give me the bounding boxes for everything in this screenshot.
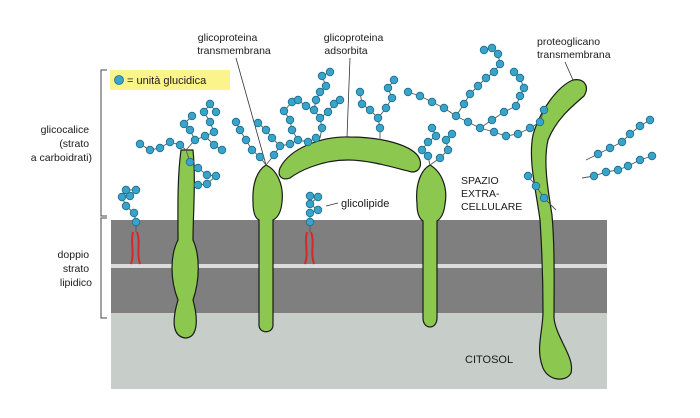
glycolipid-tails-right: [304, 231, 315, 265]
protein-glicoproteina-transmembrana: [252, 164, 283, 333]
bracket-doppio-strato: [100, 217, 107, 319]
label-glicoproteina-adsorbita: glicoproteina adsorbita: [324, 32, 386, 57]
protein-transmembrane-left: [171, 149, 199, 339]
label-proteoglicano-transmembrana: proteoglicano transmembrana: [537, 36, 611, 61]
sugar-units: [117, 43, 657, 227]
label-glicocalice: glicocalice (strato a carboidrati): [31, 124, 92, 164]
legend-box: [110, 70, 230, 90]
legend-label: = unità glucidica: [127, 75, 207, 87]
leader-lines: [235, 57, 574, 207]
protein-glicoproteina-adsorbita: [278, 136, 422, 180]
protein-transmembrane-right: [416, 164, 447, 328]
glycolipid-tails-left: [130, 231, 141, 265]
label-doppio-strato: doppio strato lipidico: [58, 249, 93, 289]
label-citosol: CITOSOL: [465, 354, 513, 366]
label-glicolipide: glicolipide: [341, 198, 389, 210]
label-glicoproteina-transmembrana: glicoproteina transmembrana: [197, 32, 271, 57]
bracket-glicocalice: [100, 69, 107, 217]
label-spazio-extracellulare: SPAZIO EXTRA- CELLULARE: [461, 175, 522, 213]
legend-sugar-icon: [114, 75, 124, 85]
